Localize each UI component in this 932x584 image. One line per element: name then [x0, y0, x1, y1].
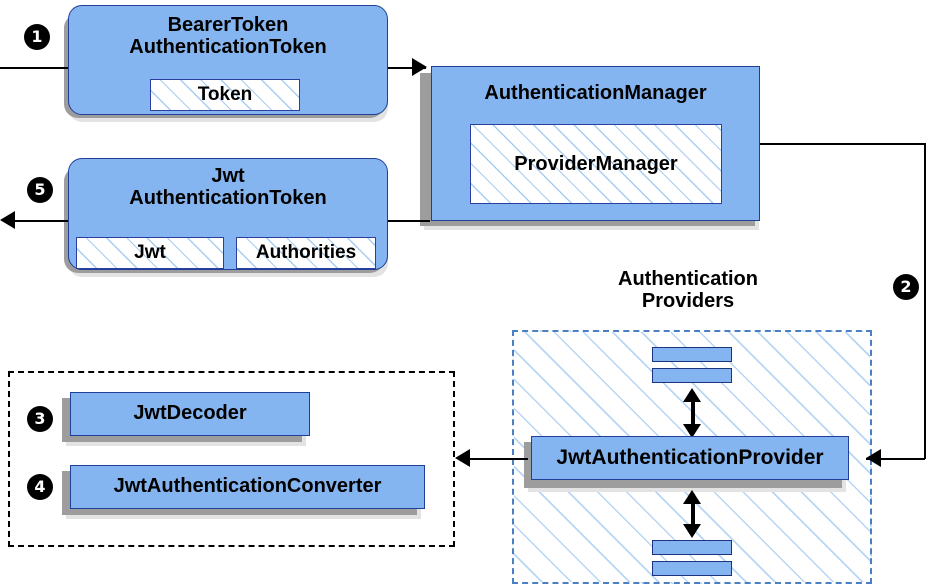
arrowhead-provider-link-top-down: [683, 424, 701, 438]
jwt-token-attribute-jwt: Jwt: [76, 237, 224, 269]
provider-link-bottom: [691, 494, 695, 534]
bearer-token-attribute-token: Token: [150, 79, 300, 111]
badge-step-5: 5: [27, 177, 53, 203]
node-jwt-authentication-converter[interactable]: JwtAuthenticationConverter: [70, 465, 425, 509]
arrowhead-into-support-group: [455, 449, 470, 467]
arrowhead-provider-link-bottom-up: [683, 490, 701, 504]
authentication-manager-title: AuthenticationManager: [484, 82, 707, 104]
arrowhead-provider-link-bottom-down: [683, 524, 701, 538]
arrowhead-bearer-to-manager: [412, 58, 427, 76]
jwt-decoder-title: JwtDecoder: [133, 402, 247, 425]
arrowhead-provider-link-top-up: [683, 388, 701, 402]
provider-placeholder-bar-top-1: [652, 347, 732, 362]
provider-placeholder-bar-bottom-1: [652, 540, 732, 555]
badge-step-1: 1: [24, 24, 50, 50]
jwt-token-attribute-authorities: Authorities: [236, 237, 376, 269]
connector-provider-to-support-group: [470, 458, 528, 460]
connector-bearer-to-manager: [388, 67, 426, 69]
provider-link-top: [691, 392, 695, 434]
badge-step-4: 4: [27, 474, 53, 500]
connector-manager-to-provider-vertical: [924, 143, 926, 459]
provider-placeholder-bar-top-2: [652, 368, 732, 383]
badge-step-3: 3: [27, 406, 53, 432]
group-jwt-support: [8, 371, 455, 547]
node-jwt-authentication-provider[interactable]: JwtAuthenticationProvider: [531, 436, 849, 480]
connector-inbound-request: [0, 67, 70, 69]
node-jwt-decoder[interactable]: JwtDecoder: [70, 392, 310, 436]
bearer-token-title: BearerToken AuthenticationToken: [129, 14, 327, 58]
connector-manager-to-jwt-token: [388, 220, 430, 222]
jwt-converter-title: JwtAuthenticationConverter: [113, 475, 382, 498]
connector-manager-to-provider-bottom: [866, 458, 925, 460]
authentication-providers-label: Authentication Providers: [618, 268, 758, 312]
jwt-token-title: Jwt AuthenticationToken: [129, 165, 327, 209]
authentication-manager-attribute-provider-manager: ProviderManager: [470, 124, 722, 204]
arrowhead-into-jwt-provider: [866, 449, 881, 467]
connector-response-out: [8, 220, 70, 222]
arrowhead-response-out: [0, 211, 15, 229]
connector-manager-to-provider-top: [759, 143, 926, 145]
provider-placeholder-bar-bottom-2: [652, 561, 732, 576]
badge-step-2: 2: [893, 274, 919, 300]
jwt-provider-title: JwtAuthenticationProvider: [556, 445, 824, 469]
